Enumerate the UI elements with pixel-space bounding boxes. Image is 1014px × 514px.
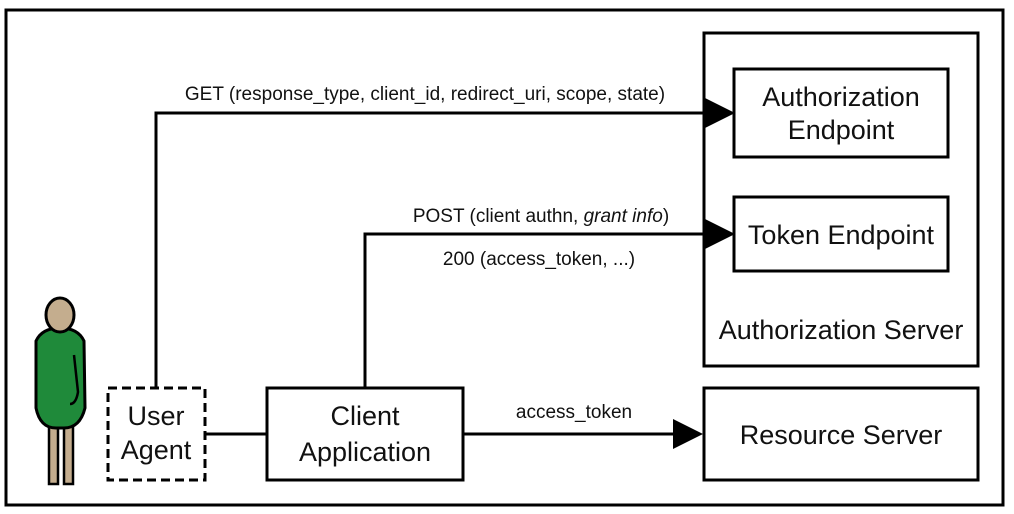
token-response-label: 200 (access_token, ...) xyxy=(443,249,635,270)
client-application-line2: Application xyxy=(299,437,431,467)
resource-server: Resource Server xyxy=(702,386,980,482)
access-token-label: access_token xyxy=(516,402,632,423)
authorization-endpoint-line1: Authorization xyxy=(762,82,920,112)
post-request-prefix: POST (client authn, xyxy=(413,206,584,227)
user-agent: User Agent xyxy=(106,386,207,482)
post-request-grant-info: grant info xyxy=(584,206,663,227)
post-request-arrow xyxy=(363,219,735,388)
person-icon xyxy=(34,296,87,486)
resource-server-label: Resource Server xyxy=(740,420,943,450)
diagram-frame xyxy=(4,8,1005,507)
authorization-endpoint-line2: Endpoint xyxy=(788,115,895,145)
user-agent-line2: Agent xyxy=(121,435,192,465)
token-endpoint: Token Endpoint xyxy=(732,195,950,273)
get-request-arrow xyxy=(154,98,735,388)
user-agent-line1: User xyxy=(127,401,184,431)
token-endpoint-label: Token Endpoint xyxy=(748,220,935,250)
post-request-suffix: ) xyxy=(663,206,669,227)
authorization-server-label: Authorization Server xyxy=(719,315,964,345)
authorization-endpoint: Authorization Endpoint xyxy=(732,67,950,159)
client-application: Client Application xyxy=(265,386,465,482)
authorization-server: Authorization Server xyxy=(702,31,980,368)
get-request-label: GET (response_type, client_id, redirect_… xyxy=(185,84,665,105)
post-request-label: POST (client authn, grant info) xyxy=(413,206,669,227)
client-application-line1: Client xyxy=(330,401,400,431)
